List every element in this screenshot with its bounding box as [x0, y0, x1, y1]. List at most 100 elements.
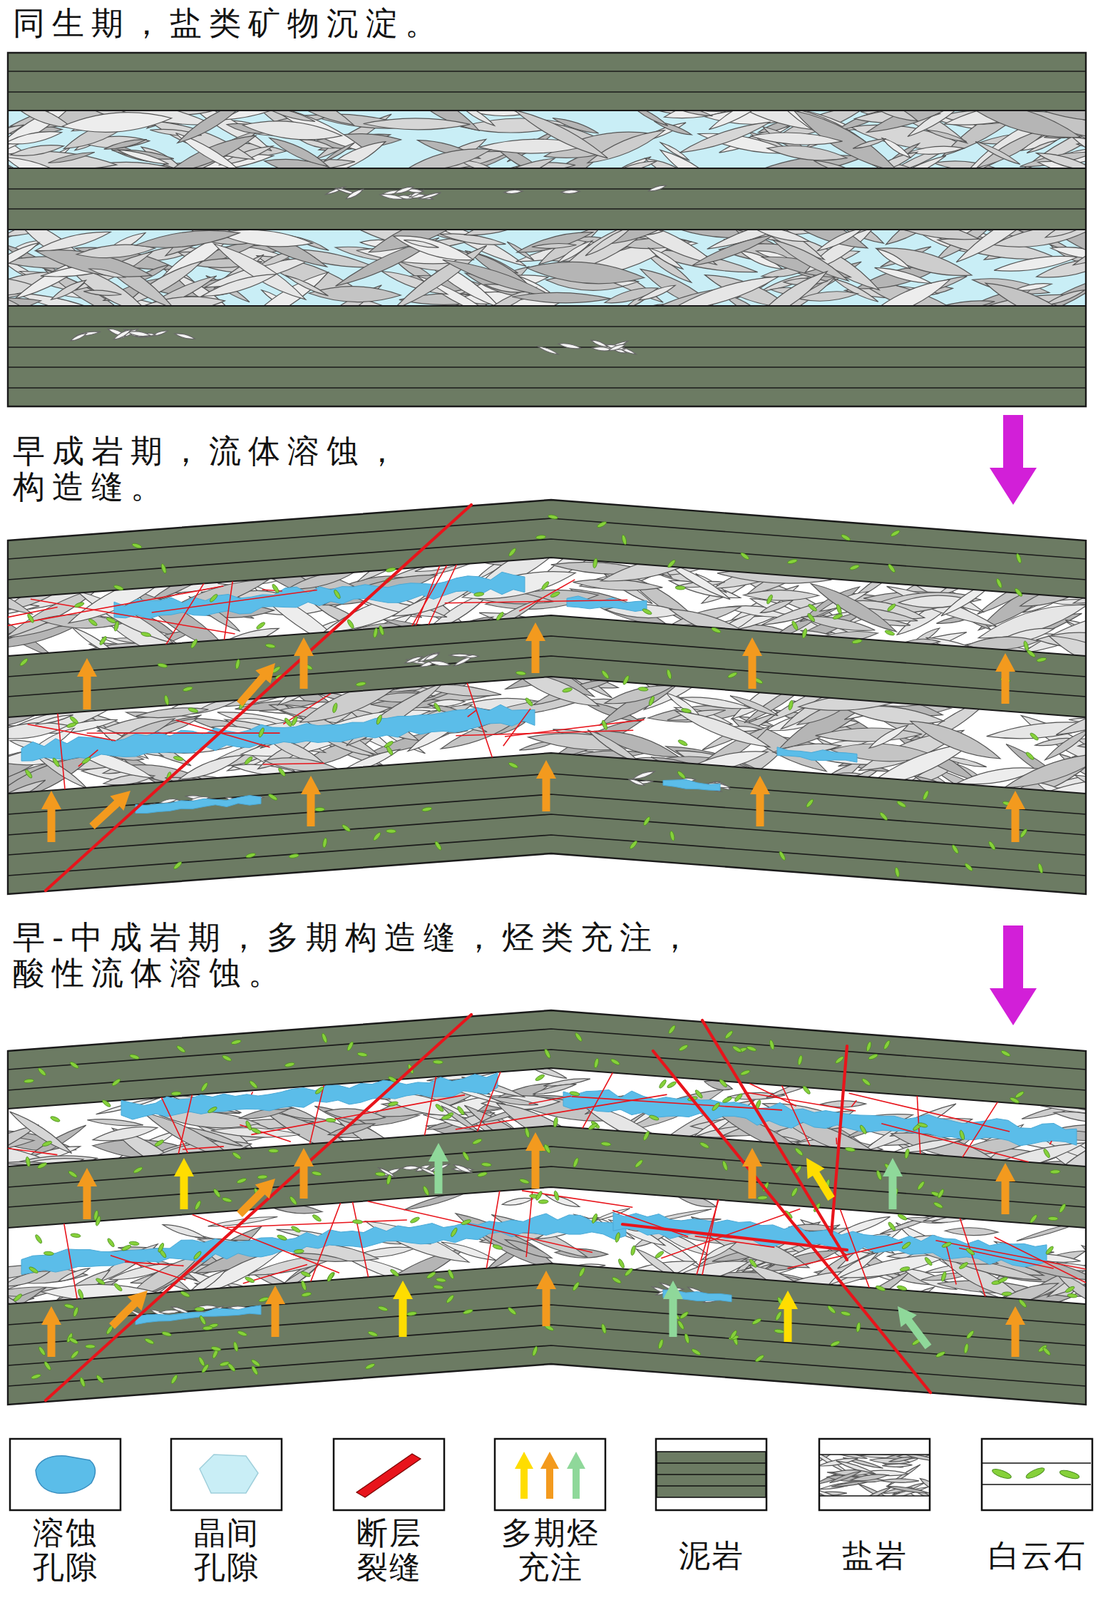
dolomite-crystal [77, 1288, 85, 1300]
mud-crystal [379, 192, 404, 201]
salt-crystal [0, 238, 41, 275]
fracture [521, 1190, 633, 1208]
dolomite-crystal [245, 852, 256, 859]
dolomite-crystal [884, 629, 895, 637]
salt-crystal [0, 1150, 85, 1190]
mud-crystal [112, 327, 133, 342]
dolomite-crystal [801, 628, 808, 639]
dolomite-crystal [24, 1156, 31, 1168]
legend-lamina [819, 1495, 930, 1497]
salt-crystal [210, 237, 311, 306]
mud-crystal [558, 342, 582, 351]
legend-box [655, 1438, 767, 1511]
salt-crystal [690, 230, 776, 270]
salt-crystal [0, 614, 41, 684]
mud-crystal [536, 345, 559, 356]
dolomite-crystal [30, 1373, 42, 1380]
dolomite-crystal [68, 1336, 80, 1346]
fracture [409, 561, 450, 630]
dolomite-crystal [94, 1276, 106, 1286]
mudstone [7, 52, 1086, 407]
dolomite-crystal [1023, 640, 1030, 651]
dolomite-crystal [385, 745, 395, 756]
dolomite-crystal [231, 1151, 242, 1161]
salt-crystal [1078, 740, 1098, 749]
dolomite-crystal [861, 1077, 872, 1087]
fracture [743, 1091, 856, 1111]
fracture [110, 1255, 186, 1281]
dolomite-crystal [267, 792, 279, 802]
dolomite-crystal [534, 1190, 544, 1202]
dolomite-crystal [157, 662, 169, 669]
dolomite-crystal [553, 1189, 560, 1201]
dolomite-crystal [37, 1067, 48, 1078]
salt-crystal [860, 93, 920, 126]
dolomite-crystal [70, 1232, 82, 1238]
dolomite-crystal [531, 1346, 539, 1357]
stage-heading: 早-中成岩期，多期构造缝，烃类充注， 酸性流体溶蚀。 [12, 919, 741, 992]
dolomite-crystal [875, 1170, 883, 1181]
salt-crystal [164, 129, 259, 180]
dolomite-crystal [740, 551, 751, 562]
charge-arrow [882, 1157, 903, 1210]
salt-crystal [47, 149, 96, 166]
dolomite-crystal [524, 697, 535, 708]
dolomite-crystal [987, 840, 997, 852]
mud-lamina [7, 91, 1086, 93]
dolomite-crystal [19, 657, 30, 667]
dolomite-crystal [322, 837, 328, 849]
legend-lamina [819, 1453, 930, 1456]
salt-crystal [531, 242, 577, 249]
dolomite-crystal [963, 1343, 969, 1354]
dolomite-crystal [340, 823, 351, 833]
salt-crystal [1088, 216, 1098, 244]
dolomite-crystal [596, 520, 608, 529]
salt-crystal [1094, 650, 1098, 671]
legend-box [171, 1438, 282, 1511]
dolomite-crystal [182, 685, 194, 693]
legend-fault [356, 1453, 421, 1498]
dolomite-crystal [623, 1266, 634, 1277]
fault [653, 1050, 931, 1393]
dolomite-crystal [524, 1127, 530, 1138]
fracture [466, 679, 494, 761]
charge-arrow [742, 637, 763, 689]
dolomite-crystal [67, 1170, 79, 1179]
fracture [444, 600, 629, 604]
fracture [176, 720, 271, 748]
fracture [958, 1214, 987, 1300]
salt-crystal [585, 726, 644, 768]
dolomite-crystal [601, 1141, 612, 1147]
layer-boundary [7, 676, 1086, 718]
salt-crystal [815, 727, 923, 743]
salt-crystal [69, 623, 122, 661]
salt-crystal [7, 1107, 75, 1158]
dissolution-pore [777, 747, 858, 763]
legend-swatch [199, 1454, 259, 1493]
salt-crystal [1025, 138, 1058, 155]
dolomite-crystal [507, 761, 519, 770]
dolomite-crystal [829, 1339, 841, 1347]
dolomite-crystal [561, 687, 573, 694]
panel-outline [7, 1010, 1086, 1405]
dolomite-crystal [1025, 648, 1036, 659]
dolomite-crystal [889, 529, 901, 538]
dolomite-crystal [827, 1304, 838, 1315]
dolomite-crystal [131, 542, 143, 549]
salt-crystal [0, 707, 38, 732]
dolomite-crystal [859, 1124, 868, 1136]
dolomite-crystal [140, 631, 152, 638]
salt-crystal [0, 1289, 25, 1312]
dolomite-crystal [710, 1101, 721, 1112]
dolomite-crystal [855, 1321, 862, 1333]
dolomite-crystal [729, 1329, 738, 1341]
fracture [30, 598, 236, 634]
dolomite-crystal [81, 756, 92, 766]
charge-arrow [806, 1157, 835, 1201]
dolomite-crystal [462, 1150, 471, 1162]
dolomite-crystal [236, 1329, 248, 1337]
fracture [881, 1123, 1029, 1163]
fracture [7, 586, 224, 626]
fracture [352, 1198, 370, 1281]
